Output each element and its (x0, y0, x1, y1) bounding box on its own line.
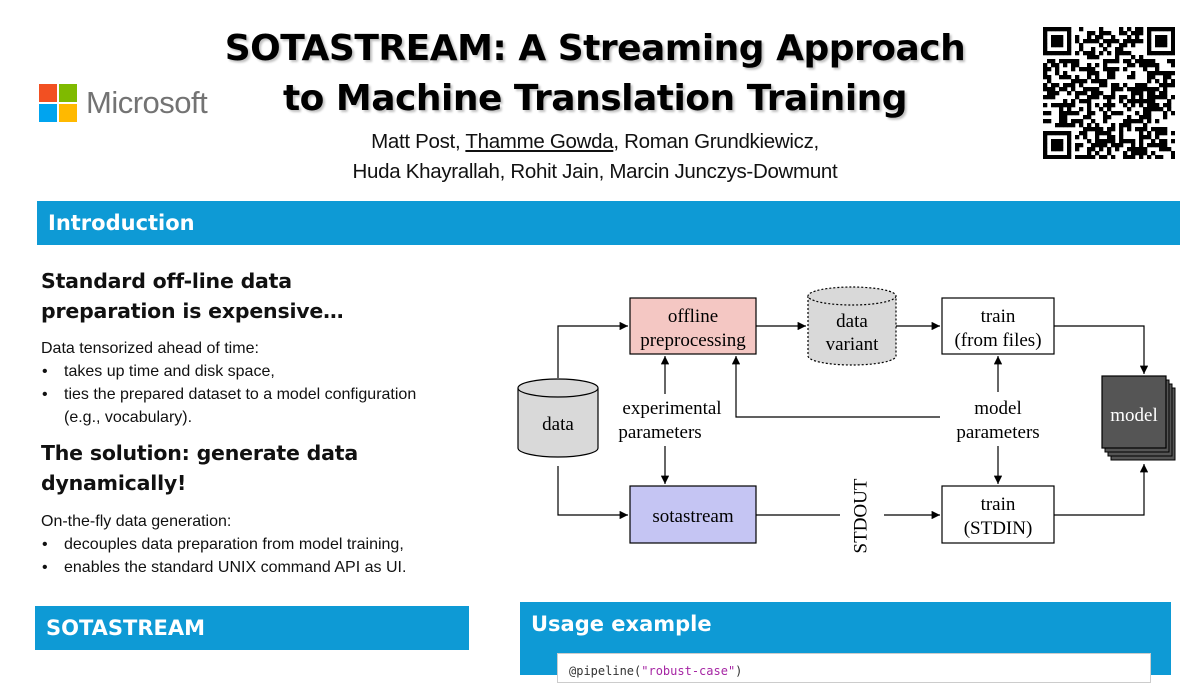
stdout-label: STDOUT (850, 478, 871, 553)
heading-line: The solution: generate data (41, 441, 358, 465)
lead-text: On-the-fly data generation: (41, 513, 232, 530)
bullet-list: takes up time and disk space, ties the p… (41, 360, 481, 429)
model-label: model (1110, 405, 1158, 426)
list-item: takes up time and disk space, (41, 360, 481, 383)
code-snippet: @pipeline("robust-case") (557, 653, 1151, 683)
experimental-label: experimental (622, 398, 721, 419)
sotastream-box (629, 485, 757, 544)
poster-title: SOTASTREAM: A Streaming Approach to Mach… (0, 24, 1190, 124)
qr-code-icon[interactable] (1043, 27, 1175, 159)
heading-expensive: Standard off-line data preparation is ex… (41, 266, 481, 326)
data-label: data (542, 414, 574, 435)
list-item: enables the standard UNIX command API as… (41, 556, 481, 579)
model-params-label-1: model (974, 398, 1022, 419)
variant-label-1: data (836, 311, 868, 332)
offline-label: offline (668, 306, 718, 327)
code-string: "robust-case" (641, 664, 736, 678)
heading-line: preparation is expensive… (41, 299, 344, 323)
variant-label-2: variant (826, 334, 879, 355)
list-item: decouples data preparation from model tr… (41, 533, 481, 556)
model-stack: model (1101, 375, 1176, 461)
offline-preprocessing-box (629, 297, 757, 355)
section-bar-sotastream: SOTASTREAM (35, 606, 469, 650)
diagram-arrows (557, 321, 1149, 520)
preprocessing-label: preprocessing (640, 330, 746, 351)
authors: Matt Post, Thamme Gowda, Roman Grundkiew… (0, 127, 1190, 187)
code-token: ) (735, 664, 743, 678)
parameters-label: parameters (618, 422, 701, 443)
train-stdin-label-1: train (981, 494, 1016, 515)
heading-line: dynamically! (41, 471, 187, 495)
from-files-label: (from files) (954, 330, 1041, 351)
author-text: Matt Post, (371, 130, 466, 153)
intro-text: Standard off-line data preparation is ex… (41, 266, 481, 579)
microsoft-wordmark: Microsoft (86, 85, 208, 120)
sotastream-label: sotastream (652, 506, 733, 527)
microsoft-logo-icon (39, 84, 77, 122)
data-variant-cylinder: data variant (807, 286, 897, 366)
bullet-list: decouples data preparation from model tr… (41, 533, 481, 579)
data-cylinder: data (517, 378, 599, 458)
list-item-text: (e.g., vocabulary). (64, 409, 193, 426)
author-text: , Roman Grundkiewicz, (613, 130, 819, 153)
train-stdin-box (941, 485, 1055, 544)
title-line-2: to Machine Translation Training (282, 78, 908, 119)
train-label: train (981, 306, 1016, 327)
lead-text: Data tensorized ahead of time: (41, 340, 259, 357)
train-stdin-label-2: (STDIN) (964, 518, 1033, 539)
pipeline-diagram: data offline preprocessing data variant … (517, 286, 1176, 553)
list-item: ties the prepared dataset to a model con… (41, 383, 481, 429)
author-link[interactable]: Thamme Gowda (465, 130, 614, 153)
authors-line-2: Huda Khayrallah, Rohit Jain, Marcin Junc… (352, 160, 838, 183)
section-bar-introduction: Introduction (37, 201, 1180, 245)
code-token: @pipeline( (569, 664, 642, 678)
authors-line-1: Matt Post, Thamme Gowda, Roman Grundkiew… (0, 127, 1190, 157)
heading-line: Standard off-line data (41, 269, 292, 293)
title-line-1: SOTASTREAM: A Streaming Approach (224, 28, 966, 69)
list-item-text: ties the prepared dataset to a model con… (64, 386, 417, 403)
heading-solution: The solution: generate data dynamically! (41, 438, 481, 498)
model-params-label-2: parameters (956, 422, 1039, 443)
